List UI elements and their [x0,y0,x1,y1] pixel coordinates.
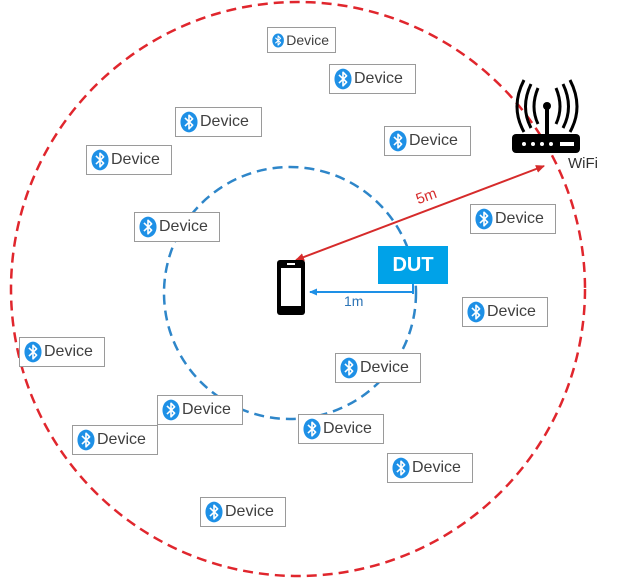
inner-range-circle [162,165,418,421]
bluetooth-icon [392,457,410,479]
device-label: Device [360,359,409,376]
device-label: Device [182,401,231,418]
device-label: Device [412,459,461,476]
bluetooth-device-box: Device [267,27,336,53]
bluetooth-device-box: Device [335,353,421,383]
bluetooth-device-box: Device [175,107,262,137]
bluetooth-icon [475,208,493,230]
bluetooth-device-box: Device [157,395,243,425]
bluetooth-icon [389,130,407,152]
distance-label-1m: 1m [344,293,364,309]
device-label: Device [44,343,93,360]
device-label: Device [159,218,208,235]
device-label: Device [495,210,544,227]
device-label: Device [97,431,146,448]
wifi-label: WiFi [568,155,598,172]
device-label: Device [323,420,372,437]
device-label: Device [225,503,274,520]
bluetooth-device-box: Device [72,425,158,455]
bluetooth-icon [162,399,180,421]
bluetooth-icon [303,418,321,440]
bluetooth-device-box: Device [134,212,220,242]
device-label: Device [200,113,249,130]
device-label: Device [487,303,536,320]
smartphone-icon [277,260,305,315]
bluetooth-icon [24,341,42,363]
bluetooth-icon [91,149,109,171]
dut-box: DUT [378,246,448,284]
bluetooth-icon [272,31,284,50]
bluetooth-device-box: Device [298,414,384,444]
bluetooth-icon [205,501,223,523]
bluetooth-device-box: Device [86,145,172,175]
wifi-router-icon [512,79,580,153]
device-label: Device [111,151,160,168]
outer-range-circle [9,0,587,578]
bluetooth-device-box: Device [470,204,556,234]
bluetooth-icon [334,68,352,90]
bluetooth-icon [180,111,198,133]
bluetooth-device-box: Device [329,64,416,94]
bluetooth-device-box: Device [384,126,471,156]
bluetooth-icon [77,429,95,451]
bluetooth-device-box: Device [200,497,286,527]
bluetooth-device-box: Device [462,297,548,327]
bluetooth-icon [340,357,358,379]
device-label: Device [409,132,458,149]
bluetooth-device-box: Device [387,453,473,483]
bluetooth-device-box: Device [19,337,105,367]
device-label: Device [354,70,403,87]
bluetooth-icon [467,301,485,323]
bluetooth-icon [139,216,157,238]
device-label: Device [286,32,329,48]
distance-arrow-5m [295,165,545,261]
